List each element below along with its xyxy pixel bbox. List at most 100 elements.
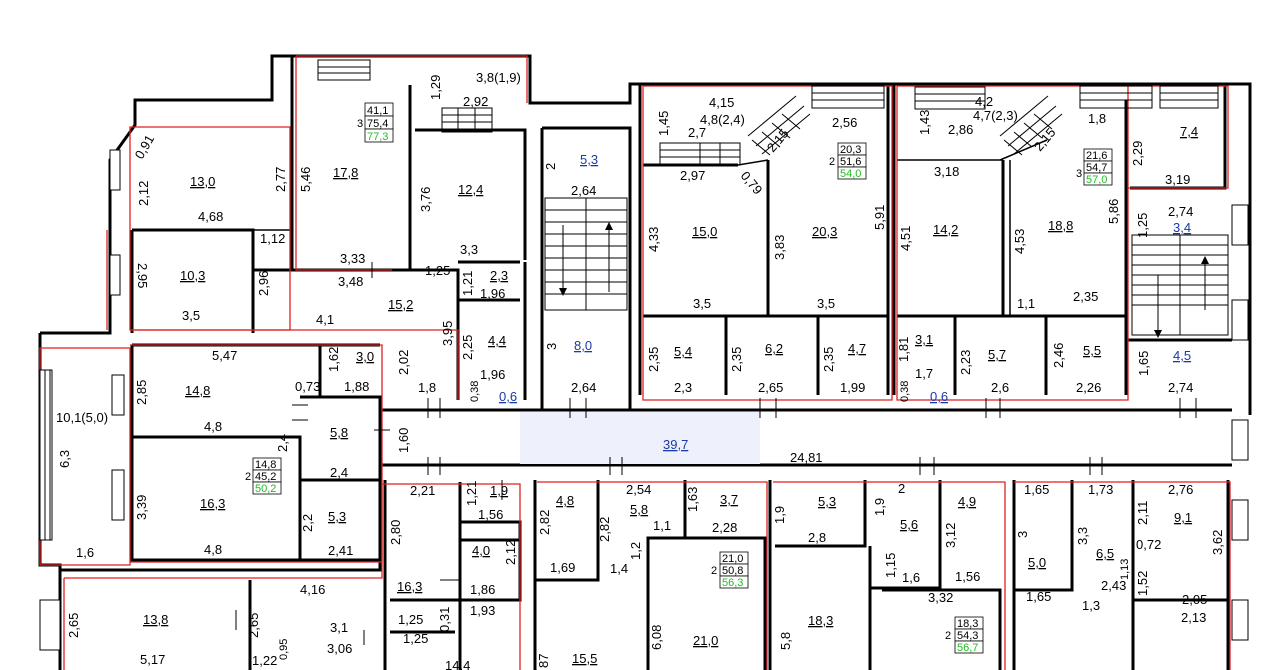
room-dim: 1,81 xyxy=(896,337,911,362)
apt-gross-area: 77,3 xyxy=(367,131,388,143)
room-dim: 2,15 xyxy=(1031,125,1059,154)
room-dim: 1,56 xyxy=(955,569,980,584)
room-dim: 3,12 xyxy=(943,523,958,548)
room-dim: 5,8 xyxy=(778,632,793,650)
room-dim: 1,8 xyxy=(418,380,436,395)
room-dim: 1,12 xyxy=(260,231,285,246)
room-dim: 3,76 xyxy=(418,187,433,212)
room-dim: 2,28 xyxy=(712,520,737,535)
room-dim: 1,1 xyxy=(653,518,671,533)
room-dim: 2,12 xyxy=(503,540,518,565)
room-dim: 2,54 xyxy=(626,482,651,497)
room-dim: 1,4 xyxy=(610,561,628,576)
room-area: 5,3 xyxy=(328,509,346,524)
apt-gross-area: 56,3 xyxy=(722,577,743,589)
room-area: 4,8 xyxy=(556,493,574,508)
apt-rooms: 2 xyxy=(945,630,951,642)
room-dim: 5,91 xyxy=(872,205,887,230)
room-dim: 2,41 xyxy=(328,543,353,558)
room-area: 3,0 xyxy=(356,349,374,364)
room-dim: 1,69 xyxy=(550,560,575,575)
room-dim: 1,21 xyxy=(460,271,475,296)
apt-total-area: 50,8 xyxy=(722,565,743,577)
room-dim: 4,53 xyxy=(1012,229,1027,254)
room-dim: 3,83 xyxy=(772,235,787,260)
room-dim: 1,9 xyxy=(772,506,787,524)
room-dim: 0,79 xyxy=(738,168,766,197)
room-dim: 2,46 xyxy=(1051,343,1066,368)
room-area: 12,4 xyxy=(458,182,483,197)
apt-living-area: 21,0 xyxy=(722,553,743,565)
room-area: 4,0 xyxy=(472,543,490,558)
room-dim: 1,25 xyxy=(398,612,423,627)
room-area: 13,0 xyxy=(190,174,215,189)
room-dim: 1,60 xyxy=(396,428,411,453)
room-area: 5,0 xyxy=(1028,555,1046,570)
room-dim: 2,43 xyxy=(1101,578,1126,593)
room-dim: 1,73 xyxy=(1088,482,1113,497)
room-area: 3,8(1,9) xyxy=(476,70,521,85)
room-dim: 2,12 xyxy=(136,181,151,206)
room-area: 5,4 xyxy=(674,344,692,359)
corridor-highlight xyxy=(520,412,760,464)
room-dim: 3,5 xyxy=(182,308,200,323)
room-area: 13,8 xyxy=(143,612,168,627)
room-dim: 1,65 xyxy=(1024,482,1049,497)
room-area: 14,2 xyxy=(933,222,958,237)
room-dim: 3,3 xyxy=(1075,527,1090,545)
room-dim: 1,2 xyxy=(628,542,643,560)
room-dim: 0,91 xyxy=(132,132,158,161)
room-area: 5,8 xyxy=(630,502,648,517)
apt-total-area: 51,6 xyxy=(840,156,861,168)
apt-gross-area: 56,7 xyxy=(957,642,978,654)
room-dim: 87 xyxy=(536,654,551,668)
room-dim: 2,7 xyxy=(688,125,706,140)
room-dim: 1,6 xyxy=(902,570,920,585)
room-area: 4,4 xyxy=(488,333,506,348)
room-area: 6,2 xyxy=(765,341,783,356)
apt-gross-area: 54,0 xyxy=(840,168,861,180)
room-dim: 0,72 xyxy=(1136,537,1161,552)
room-dim: 1,62 xyxy=(326,347,341,372)
room-dim: 1,99 xyxy=(840,380,865,395)
room-dim: 5,47 xyxy=(212,348,237,363)
room-dim: 3,39 xyxy=(134,495,149,520)
room-dim: 2,74 xyxy=(1168,380,1193,395)
apt-rooms: 3 xyxy=(357,118,363,130)
room-dim: 1,1 xyxy=(1017,296,1035,311)
room-area: 21,0 xyxy=(693,633,718,648)
room-dim: 1,25 xyxy=(403,631,428,646)
room-area: 5,3 xyxy=(580,152,598,167)
apt-living-area: 41,1 xyxy=(367,105,388,117)
room-dim: 2,76 xyxy=(1168,482,1193,497)
apt-rooms: 3 xyxy=(1076,168,1082,180)
room-dim: 2,15 xyxy=(764,126,792,155)
room-dim: 3,19 xyxy=(1165,172,1190,187)
room-dim: 2,65 xyxy=(66,613,81,638)
room-dim: 1,8 xyxy=(1088,111,1106,126)
apt-total-area: 54,3 xyxy=(957,630,978,642)
room-dim: 2,64 xyxy=(571,380,596,395)
room-dim: 1,93 xyxy=(470,603,495,618)
apt-living-area: 20,3 xyxy=(840,144,861,156)
room-dim: 2,74 xyxy=(1168,204,1193,219)
room-dim: 4,8 xyxy=(204,542,222,557)
room-area: 5,3 xyxy=(818,494,836,509)
room-area: 9,1 xyxy=(1174,510,1192,525)
room-area: 8,0 xyxy=(574,338,592,353)
room-area: 17,8 xyxy=(333,165,358,180)
room-area: 10,3 xyxy=(180,268,205,283)
room-area: 18,8 xyxy=(1048,218,1073,233)
room-dim: 4,51 xyxy=(898,226,913,251)
room-dim: 6,3 xyxy=(57,450,72,468)
room-dim: 3,5 xyxy=(817,296,835,311)
windows xyxy=(39,149,1249,651)
room-dim: 0,31 xyxy=(437,607,452,632)
apt-total-area: 54,7 xyxy=(1086,162,1107,174)
room-dim: 2,8 xyxy=(808,530,826,545)
room-area: 18,3 xyxy=(808,613,833,628)
room-dim: 3,3 xyxy=(460,242,478,257)
room-dim: 0,38 xyxy=(469,381,481,402)
room-dim: 0,73 xyxy=(295,379,320,394)
